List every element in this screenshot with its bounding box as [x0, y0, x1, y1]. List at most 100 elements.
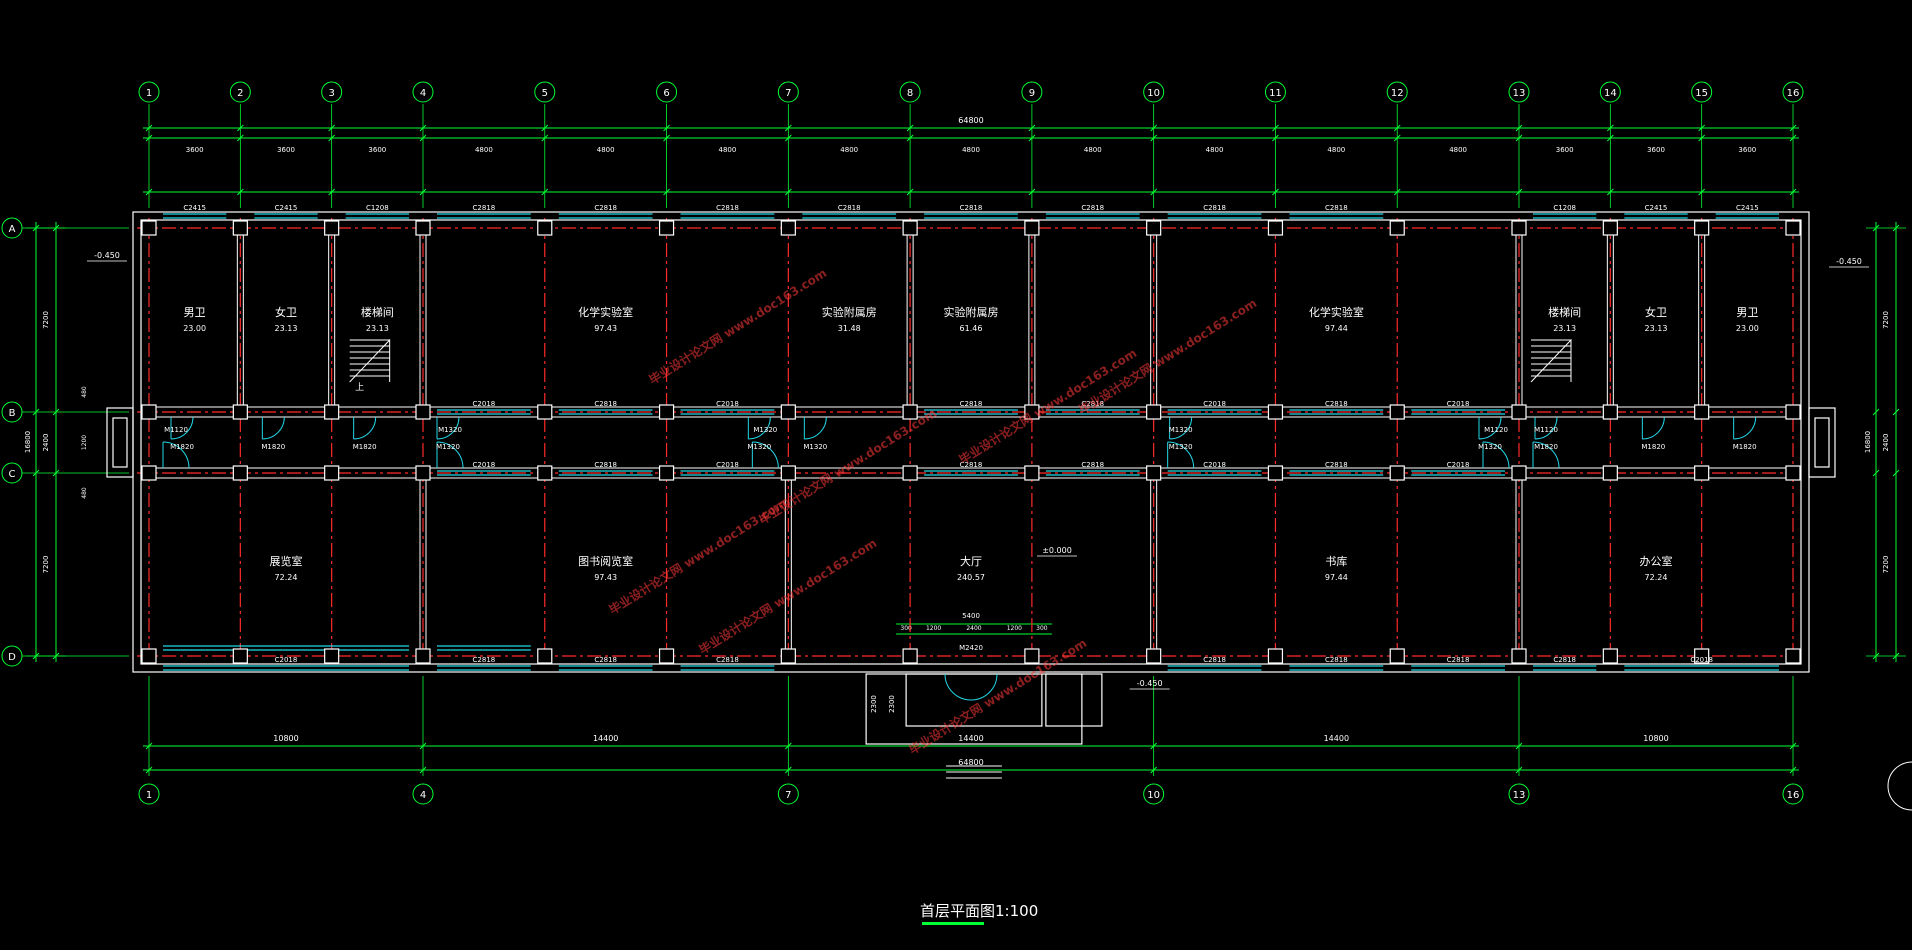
column-4-A — [415, 220, 431, 236]
axis-grid-layer — [137, 218, 1805, 666]
bottom-axis-bubble-13-circle — [1508, 783, 1530, 805]
door-b-swing — [1478, 416, 1502, 440]
column-3-C — [324, 465, 340, 481]
column-4-D — [415, 648, 431, 664]
column-11-A — [1267, 220, 1284, 236]
top-axis-bubble-2-label: 2 — [237, 88, 243, 99]
east-vestibule-inner — [1814, 417, 1830, 468]
north-window-label: C2818 — [1203, 204, 1226, 212]
column-15-A — [1694, 220, 1710, 236]
top-axis-bubble-15-circle — [1691, 81, 1713, 103]
door-b-label: M1320 — [1169, 443, 1193, 451]
column-4-C — [415, 465, 431, 481]
column-9-C — [1024, 465, 1040, 481]
south-window-label: C2818 — [1553, 656, 1576, 664]
top-axis-bubble-5-label: 5 — [542, 88, 548, 99]
room-area-0: 23.00 — [183, 324, 206, 333]
bottom-axis-bubble-16-label: 16 — [1787, 790, 1800, 801]
corridor-window-b-label: C2818 — [594, 400, 617, 408]
corridor-window-c-label: C2818 — [1325, 461, 1348, 469]
door-b-swing — [804, 416, 827, 440]
column-13-D — [1511, 648, 1527, 664]
door-b-label: M1820 — [353, 443, 377, 451]
top-total-dim: 64800 — [958, 116, 983, 125]
left-total-dim: 16800 — [24, 431, 32, 453]
bottom-dim-0: 10800 — [273, 734, 298, 743]
corridor-window-b-label: C2818 — [960, 400, 983, 408]
door-c-swing — [436, 441, 464, 469]
corridor-window-c-label: C2818 — [960, 461, 983, 469]
top-axis-bubble-6-label: 6 — [663, 88, 669, 99]
side-small-dim-2: 480 — [81, 487, 88, 499]
south-window-label: C2018 — [275, 656, 298, 664]
elevation-mark-3: -0.450 — [1137, 679, 1163, 688]
room-area-9: 23.00 — [1736, 324, 1759, 333]
bottom-axis-bubble-7-label: 7 — [785, 790, 791, 801]
right-dim-2: 7200 — [1882, 556, 1890, 574]
south-window-label: C2818 — [1447, 656, 1470, 664]
room-name-4: 实验附属房 — [822, 305, 877, 319]
top-axis-bubble-16-circle — [1782, 81, 1804, 103]
column-6-C — [658, 465, 675, 481]
watermark-5: 毕业设计论文网 www.doc163.com — [906, 635, 1089, 757]
column-9-A — [1024, 220, 1040, 236]
column-5-A — [537, 220, 553, 236]
right-dim-1: 2400 — [1882, 434, 1890, 452]
column-16-D — [1785, 648, 1801, 664]
left-axis-bubble-A-label: A — [9, 224, 16, 235]
watermark-1: 毕业设计论文网 www.doc163.com — [956, 345, 1139, 467]
door-b-label: M1320 — [803, 443, 827, 451]
door-b-label: M1820 — [1534, 443, 1558, 451]
top-axis-bubble-7-label: 7 — [785, 88, 791, 99]
column-12-A — [1389, 220, 1405, 236]
column-7-A — [780, 220, 796, 236]
column-2-A — [232, 220, 248, 236]
drawing-title-name: 首层平面图 — [920, 902, 996, 920]
bottom-axis-bubble-16-circle — [1782, 783, 1804, 805]
room-area-3: 97.43 — [594, 324, 617, 333]
room-name-6: 化学实验室 — [1309, 305, 1364, 319]
column-13-B — [1511, 404, 1527, 420]
room-name-7: 楼梯间 — [1548, 305, 1581, 319]
bottom-axis-bubble-13-label: 13 — [1513, 790, 1526, 801]
bottom-dim-1: 14400 — [593, 734, 618, 743]
outer-wall-outline — [132, 211, 1810, 673]
room-name-14: 办公室 — [1640, 554, 1673, 568]
room-name-8: 女卫 — [1645, 305, 1667, 319]
top-axis-bubble-7-circle — [777, 81, 799, 103]
room-area-13: 97.44 — [1325, 573, 1348, 582]
north-window-label: C2818 — [594, 204, 617, 212]
north-window-label: C2415 — [1736, 204, 1759, 212]
bay-dim-12: 3600 — [1556, 146, 1574, 154]
entrance-total-dim: 5400 — [962, 612, 980, 620]
corridor-window-c-label: C2818 — [1081, 461, 1104, 469]
room-name-2: 楼梯间 — [361, 305, 394, 319]
bay-dim-0: 3600 — [186, 146, 204, 154]
bay-dim-10: 4800 — [1327, 146, 1345, 154]
column-layer — [141, 220, 1801, 664]
left-axis-bubble-C-circle — [1, 462, 23, 484]
room-area-2: 23.13 — [366, 324, 389, 333]
left-dim-0: 7200 — [42, 311, 50, 329]
room-name-11: 图书阅览室 — [578, 554, 633, 568]
door-c-swing — [162, 441, 190, 469]
corridor-window-b-label: C2818 — [1081, 400, 1104, 408]
top-axis-bubble-10-circle — [1143, 81, 1165, 103]
left-dim-1: 2400 — [42, 434, 50, 452]
column-12-D — [1389, 648, 1405, 664]
elevation-mark-0: -0.450 — [94, 251, 120, 260]
corridor-window-b-label: C2818 — [1325, 400, 1348, 408]
watermark-3: 毕业设计论文网 www.doc163.com — [1076, 295, 1259, 417]
west-vestibule-inner — [112, 417, 128, 468]
door-c-label: M1320 — [1169, 426, 1193, 434]
room-area-11: 97.43 — [594, 573, 617, 582]
elevation-mark-1: ±0.000 — [1042, 546, 1072, 555]
north-window-label: C2818 — [473, 204, 496, 212]
south-window-label: C2818 — [1325, 656, 1348, 664]
top-axis-bubble-3-label: 3 — [328, 88, 334, 99]
column-2-B — [232, 404, 248, 420]
column-6-B — [658, 404, 675, 420]
north-window-label: C1208 — [366, 204, 389, 212]
column-5-D — [537, 648, 553, 664]
